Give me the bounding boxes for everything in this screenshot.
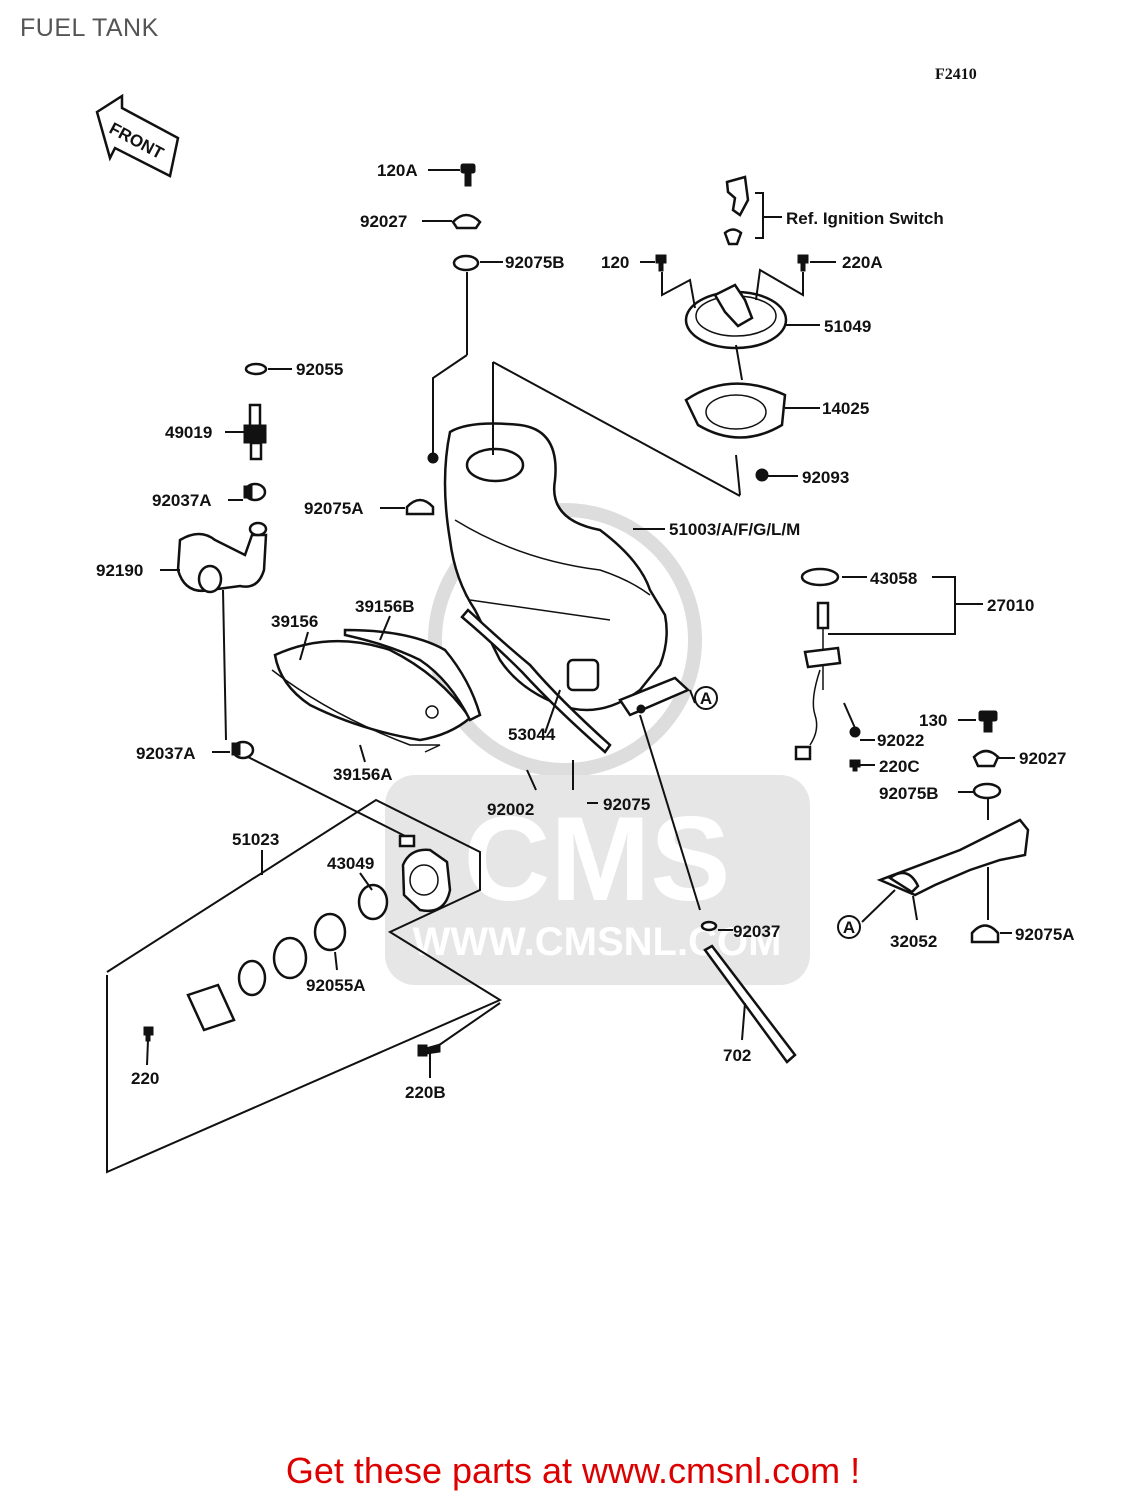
callout-92190: 92190 xyxy=(96,561,143,580)
cap-92093 xyxy=(755,468,769,482)
oring-small xyxy=(237,959,267,997)
watermark-brand: CMS xyxy=(464,792,731,926)
callout-92075A-right: 92075A xyxy=(1015,925,1075,944)
callout-92027-right: 92027 xyxy=(1019,749,1066,768)
callout-43058: 43058 xyxy=(870,569,917,588)
level-gauge-27010 xyxy=(794,601,842,761)
callout-92075B-right: 92075B xyxy=(879,784,939,803)
callout-92037A-mid: 92037A xyxy=(136,744,196,763)
nut-92022 xyxy=(849,726,861,738)
front-arrow-icon: FRONT xyxy=(95,93,180,178)
callout-92037A-top: 92037A xyxy=(152,491,212,510)
callout-ref-ignition: Ref. Ignition Switch xyxy=(786,209,944,228)
callout-51003: 51003/A/F/G/L/M xyxy=(669,520,800,539)
callout-120: 120 xyxy=(601,253,629,272)
hose-92190 xyxy=(176,532,268,593)
callout-labels: 120A 92027 92075B Ref. Ignition Switch 1… xyxy=(96,161,1075,1102)
bolt-130 xyxy=(978,710,998,733)
grommet-92027-top xyxy=(451,213,482,230)
callout-220A: 220A xyxy=(842,253,883,272)
washer-92055 xyxy=(244,362,268,376)
callout-92075A-top: 92075A xyxy=(304,499,364,518)
callout-51049: 51049 xyxy=(824,317,871,336)
callout-92075B-top: 92075B xyxy=(505,253,565,272)
footer-link[interactable]: Get these parts at www.cmsnl.com ! xyxy=(285,1450,861,1491)
filter-cup xyxy=(272,936,308,980)
seal-53044 xyxy=(460,608,612,754)
bracket-32052 xyxy=(876,818,1030,897)
ignition-screw-icon xyxy=(723,228,743,246)
callout-92027-top: 92027 xyxy=(360,212,407,231)
damper-92075A-top xyxy=(405,498,435,516)
reference-a-upper: A xyxy=(694,686,718,710)
bolt-120A xyxy=(460,163,476,187)
callout-39156B: 39156B xyxy=(355,597,415,616)
callout-220: 220 xyxy=(131,1069,159,1088)
callout-39156: 39156 xyxy=(271,612,318,631)
bolt-220C xyxy=(849,759,861,772)
oring-43058 xyxy=(800,567,840,587)
screw-220 xyxy=(143,1026,154,1042)
page-title: FUEL TANK xyxy=(20,14,159,42)
gasket-14025 xyxy=(684,382,787,439)
callout-92037: 92037 xyxy=(733,922,780,941)
callout-49019: 49019 xyxy=(165,423,212,442)
callout-92022: 92022 xyxy=(877,731,924,750)
screw-220A xyxy=(797,254,809,272)
callout-14025: 14025 xyxy=(822,399,869,418)
plate-51023 xyxy=(186,983,236,1032)
callout-32052: 32052 xyxy=(890,932,937,951)
reference-a-lower-label: A xyxy=(843,918,855,937)
callout-92002: 92002 xyxy=(487,800,534,819)
clip-92037A-top xyxy=(243,482,267,502)
fuel-tap-43049 xyxy=(398,834,452,913)
callout-39156A: 39156A xyxy=(333,765,393,784)
grommet-92027-right xyxy=(972,749,1000,768)
callout-53044: 53044 xyxy=(508,725,556,744)
pads-39156 xyxy=(271,628,482,753)
fuel-tank-51003 xyxy=(427,422,691,717)
reference-a-upper-label: A xyxy=(700,689,712,708)
callout-92055A: 92055A xyxy=(306,976,366,995)
damper-92075B-top xyxy=(452,254,480,272)
callout-220B: 220B xyxy=(405,1083,446,1102)
damper-92075A-right xyxy=(970,924,1000,944)
oring-92055A xyxy=(313,912,347,952)
hose-702 xyxy=(700,920,797,1064)
callout-51023: 51023 xyxy=(232,830,279,849)
callout-220C: 220C xyxy=(879,757,920,776)
leader-lines xyxy=(106,169,1015,1174)
ignition-key-icon xyxy=(725,175,750,217)
watermark-url: WWW.CMSNL.COM xyxy=(413,920,782,964)
screw-120 xyxy=(655,254,667,272)
callout-43049: 43049 xyxy=(327,854,374,873)
callout-92075: 92075 xyxy=(603,795,650,814)
reference-a-lower: A xyxy=(837,915,861,939)
damper-92075B-right xyxy=(972,782,1002,800)
callout-130: 130 xyxy=(919,711,947,730)
callout-92093: 92093 xyxy=(802,468,849,487)
callout-27010: 27010 xyxy=(987,596,1034,615)
disc-43049 xyxy=(357,883,389,921)
callout-92055: 92055 xyxy=(296,360,343,379)
fuel-cap-51049 xyxy=(684,283,788,350)
figure-code: F2410 xyxy=(935,66,977,83)
clip-92037A-mid xyxy=(231,740,255,760)
callout-702: 702 xyxy=(723,1046,751,1065)
fitting-49019 xyxy=(243,403,267,461)
callout-120A: 120A xyxy=(377,161,418,180)
